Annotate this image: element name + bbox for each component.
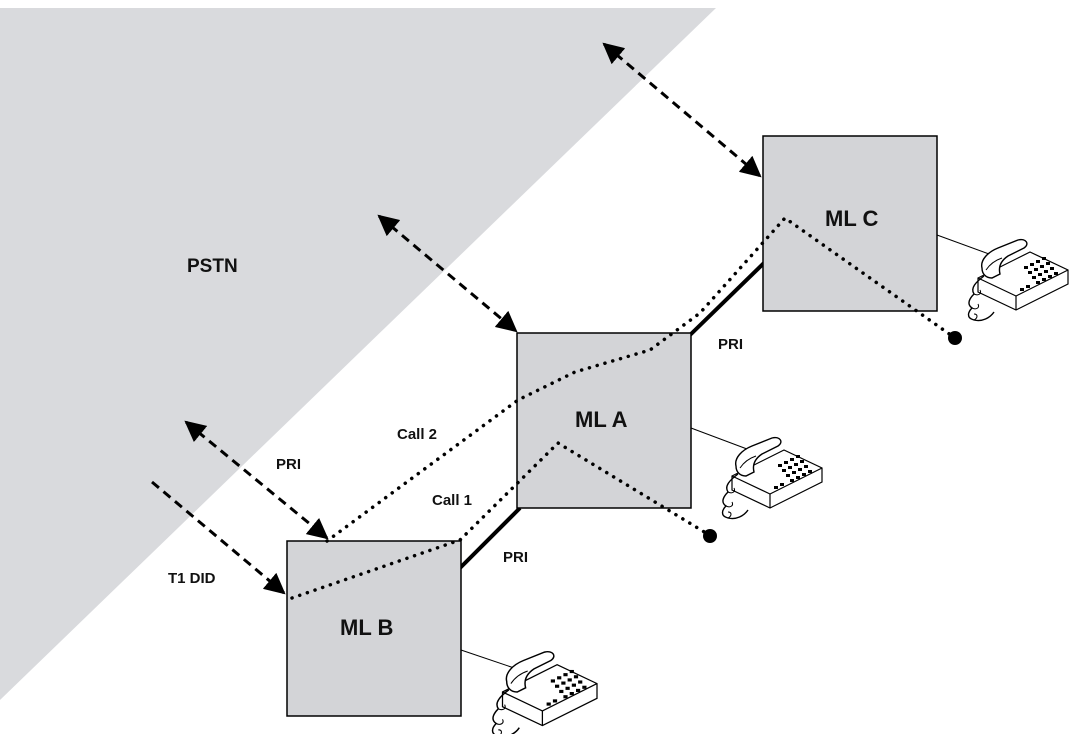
pri-line-a-c [688,260,767,337]
call2-label: Call 2 [397,426,437,443]
node-ml-b [286,540,462,717]
phone-line-b [460,649,521,671]
arrow-pstn-b [184,420,329,540]
phone-icon [721,436,823,520]
pri-label-pstn-b: PRI [276,456,301,473]
pri-label-a-c: PRI [718,336,743,353]
call-end-dot-a [703,529,717,543]
call2-path-b-c [325,215,957,543]
pri-line-b-a [458,506,522,570]
t1-did-label: T1 DID [168,570,216,587]
pstn-region [0,8,716,700]
call-end-dot-c [948,331,962,345]
phone-icon [491,650,598,734]
arrow-t1-did [151,480,286,595]
node-ml-a-label: ML A [575,407,628,432]
node-ml-c [762,135,938,312]
node-ml-b-label: ML B [340,615,393,640]
pri-label-b-a: PRI [503,549,528,566]
node-ml-c-label: ML C [825,206,878,231]
phone-line-a [690,427,756,453]
call1-path-b-a [290,440,708,600]
arrow-pstn-c [602,42,762,178]
pstn-label: PSTN [187,256,238,277]
call1-label: Call 1 [432,492,472,509]
